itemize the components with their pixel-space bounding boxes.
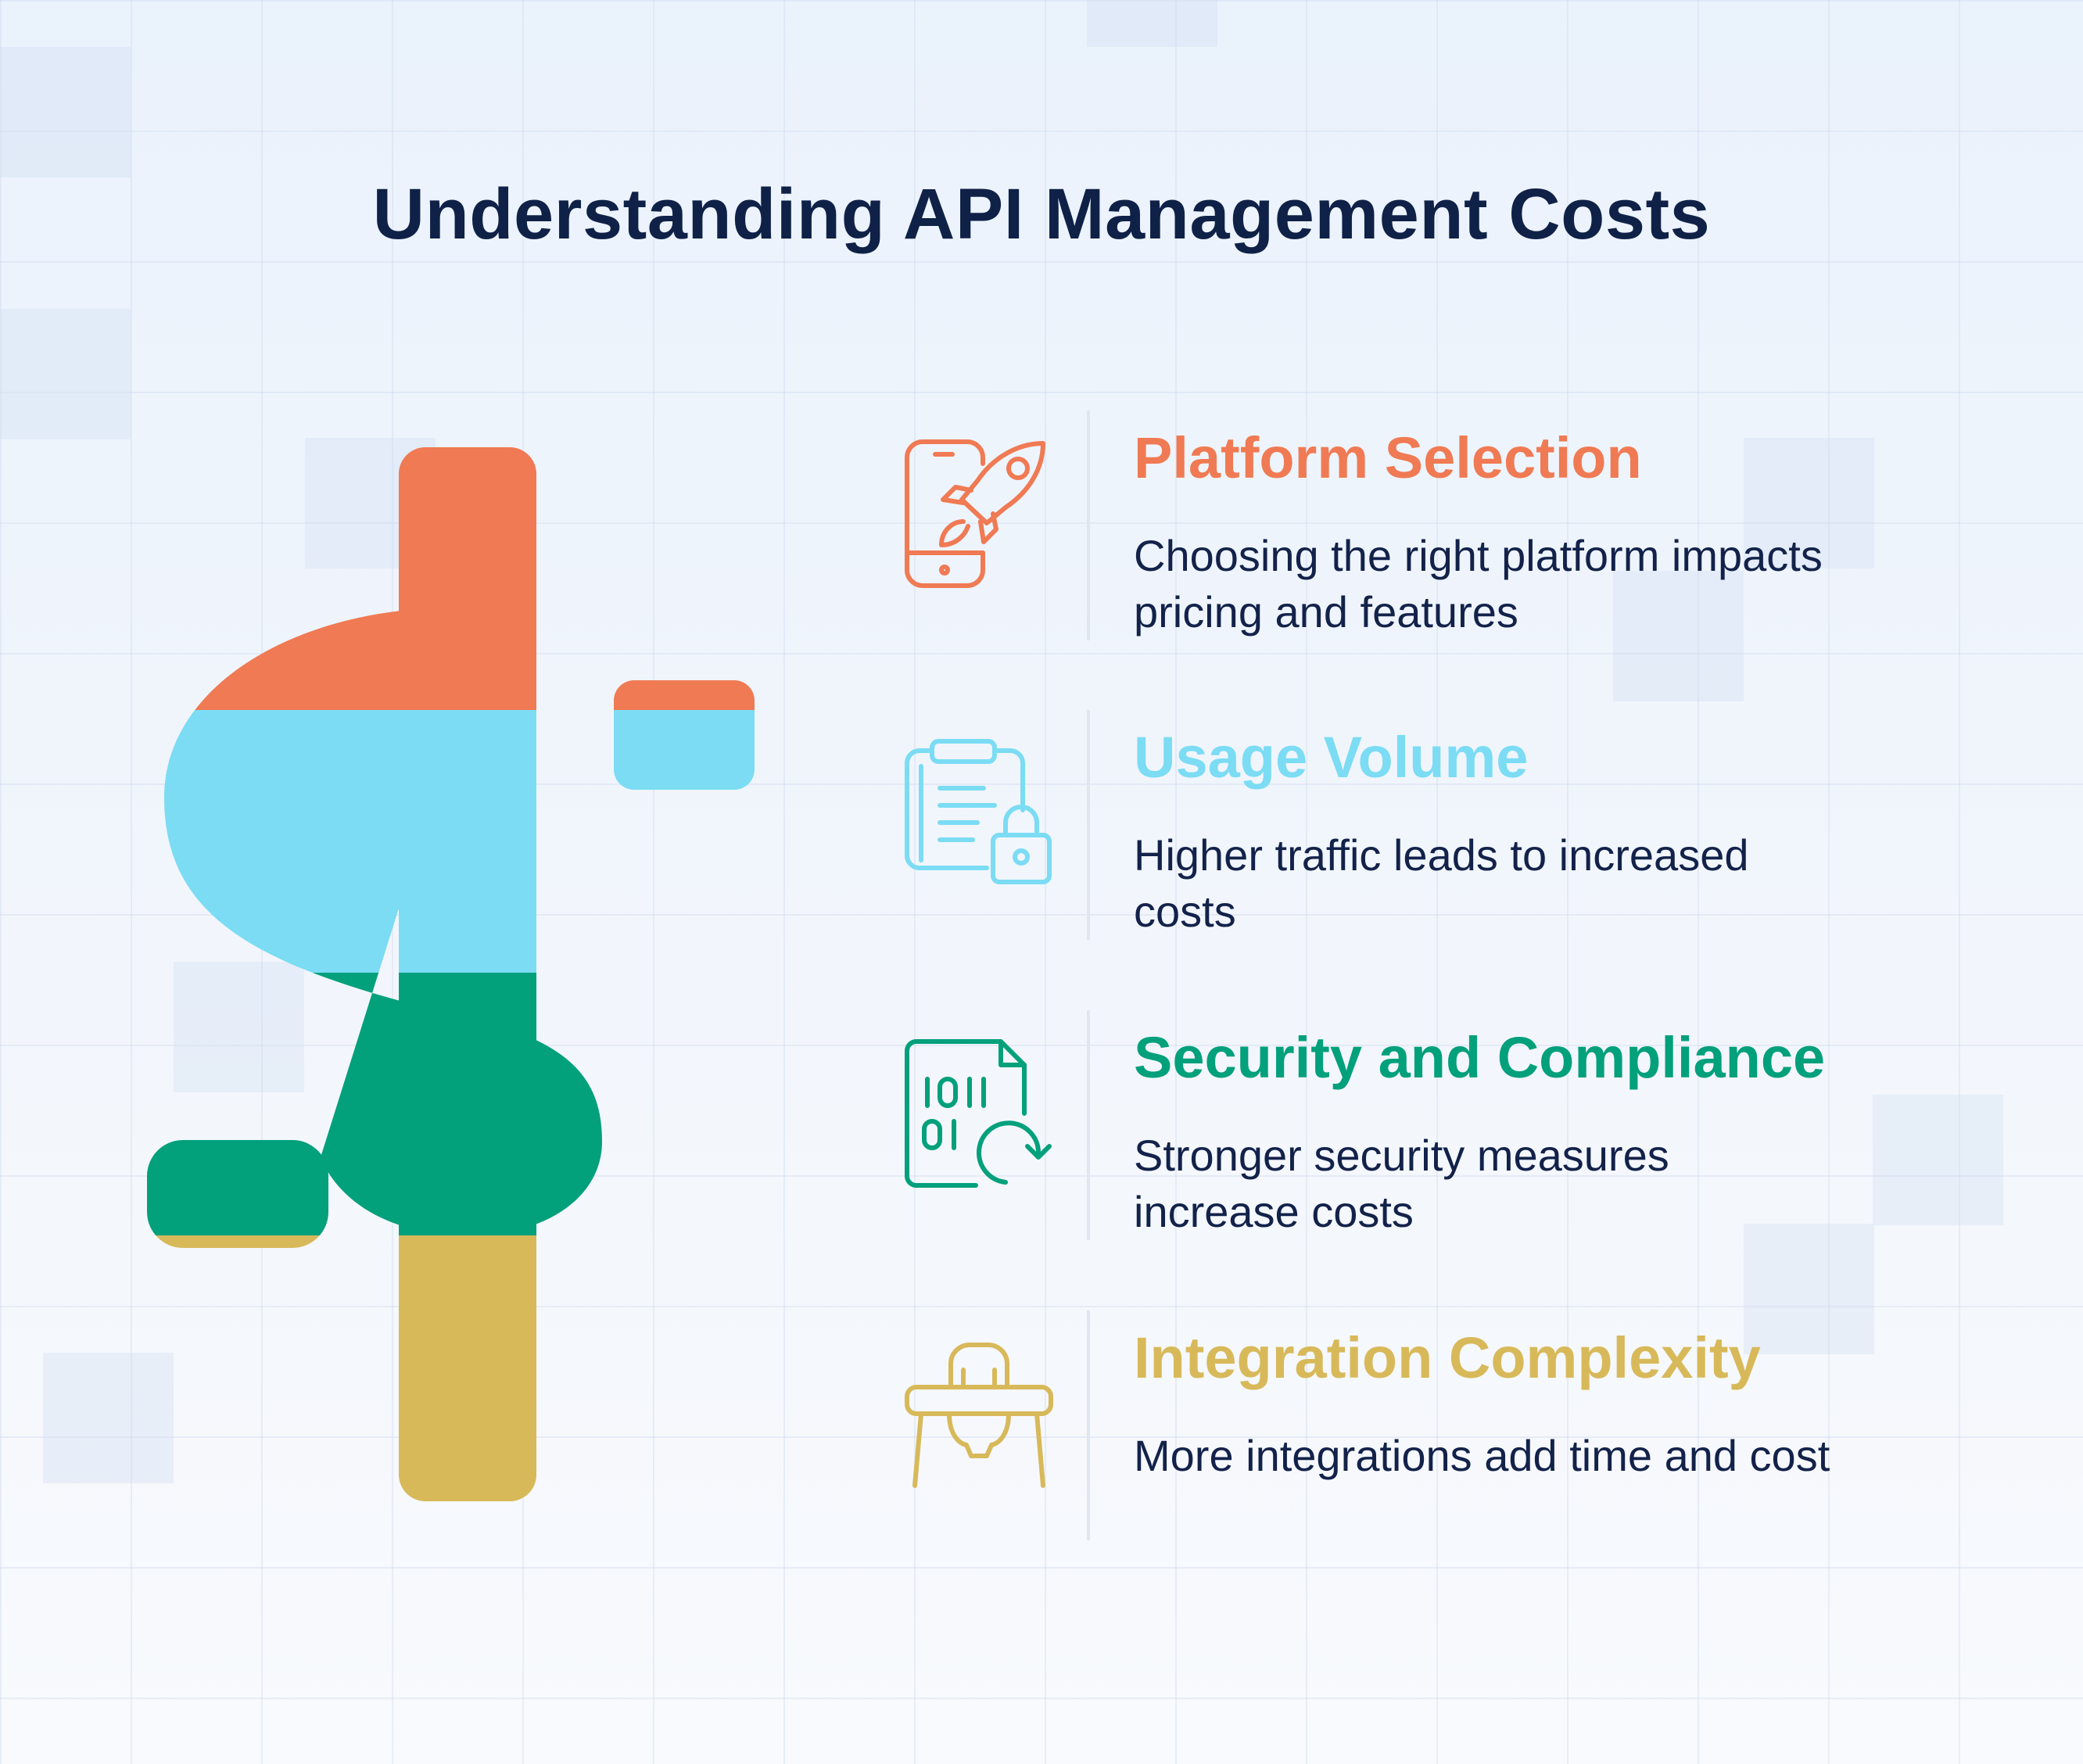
smartphone-rocket-icon (905, 439, 1045, 588)
dollar-band-blue (147, 710, 755, 973)
item-integration-complexity: Integration Complexity More integrations… (891, 1310, 1986, 1545)
item-divider (1087, 710, 1090, 940)
item-heading: Security and Compliance (1134, 1025, 1826, 1090)
item-divider (1087, 411, 1090, 640)
item-heading: Integration Complexity (1134, 1325, 1761, 1390)
item-description: More integrations add time and cost (1134, 1431, 1830, 1480)
dollar-band-green (147, 973, 755, 1235)
page-title: Understanding API Management Costs (372, 174, 1711, 254)
item-description: Choosing the right platform impacts pric… (1134, 531, 1823, 636)
item-description: Higher traffic leads to increased costs (1134, 830, 1749, 936)
background-tile (1744, 1224, 1874, 1354)
dollar-sign-graphic (147, 447, 755, 1501)
background-tile (0, 309, 131, 439)
background-tile (174, 962, 304, 1092)
dollar-band-gold (147, 1235, 755, 1501)
background-tile (1087, 0, 1217, 47)
high-chair-icon (905, 1343, 1053, 1488)
item-divider (1087, 1010, 1090, 1240)
background-tile (1873, 1095, 2003, 1225)
item-security-and-compliance: Security and Compliance Stronger securit… (891, 1010, 1986, 1245)
item-divider (1087, 1310, 1090, 1540)
item-heading: Usage Volume (1134, 725, 1529, 790)
clipboard-lock-icon (905, 739, 1052, 884)
item-description: Stronger security measures increase cost… (1134, 1131, 1669, 1236)
item-usage-volume: Usage Volume Higher traffic leads to inc… (891, 710, 1986, 945)
binary-file-refresh-icon (905, 1039, 1052, 1188)
dollar-band-orange (147, 447, 755, 710)
item-platform-selection: Platform Selection Choosing the right pl… (891, 411, 1986, 645)
background-tile (1613, 571, 1744, 701)
background-tile (43, 1353, 174, 1483)
background-tile (0, 47, 131, 177)
background-tile (1744, 438, 1874, 568)
item-heading: Platform Selection (1134, 425, 1642, 490)
